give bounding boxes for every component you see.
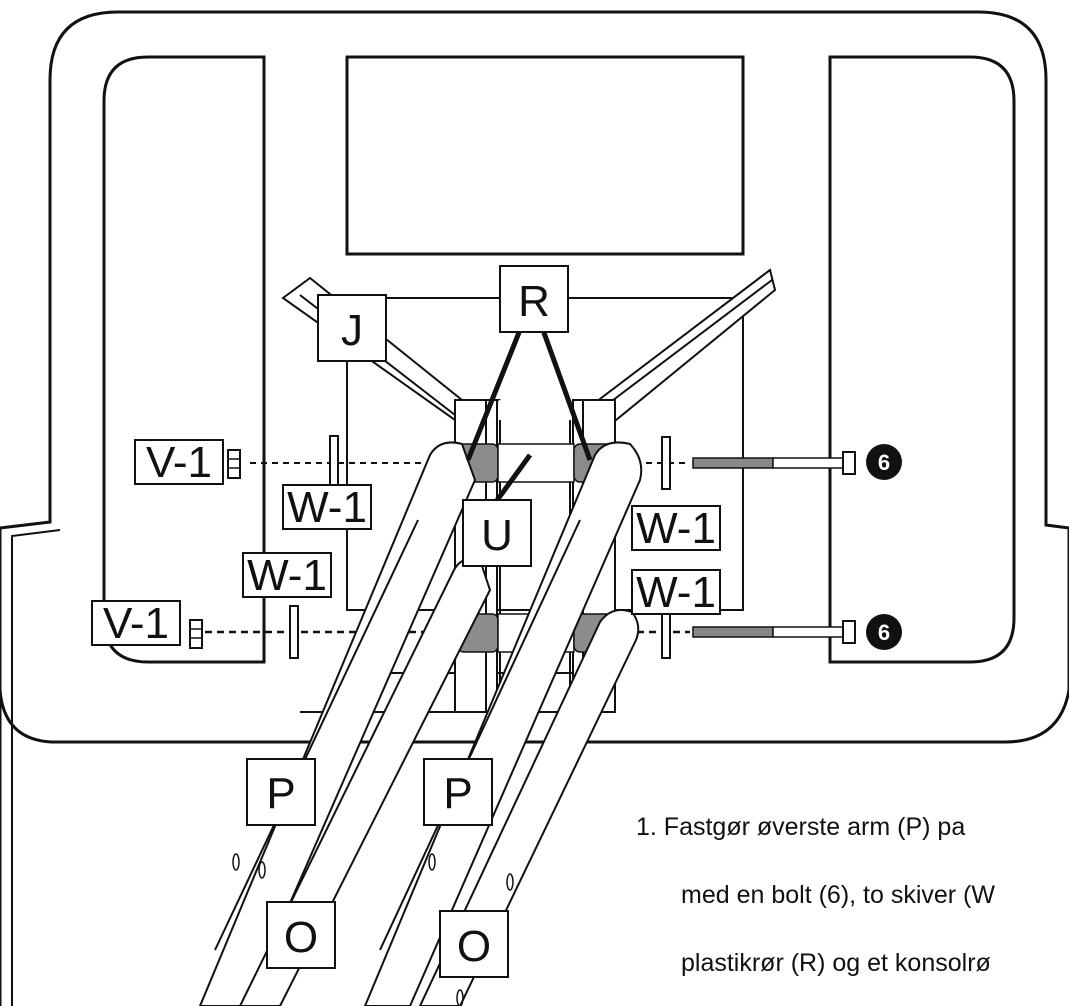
backboard-outline: [0, 10, 1069, 1006]
label-o-right-text: O: [457, 922, 491, 971]
instruction-line-3: plastikrør (R) og et konsolrø: [681, 949, 991, 977]
label-v1-lower: V-1: [91, 599, 181, 648]
tube-upper-center: [497, 443, 575, 483]
label-w1-lower-left: W-1: [242, 551, 332, 600]
nut-lower: [189, 619, 203, 649]
leader-r-left: [465, 329, 523, 461]
washer-upper-right: [661, 436, 671, 490]
label-r: R: [499, 265, 569, 333]
label-o-right: O: [439, 910, 509, 978]
label-w1-upper-left: W-1: [282, 483, 372, 532]
label-u-text: U: [481, 511, 513, 560]
label-v1-upper-text: V-1: [146, 438, 212, 487]
label-p-right-text: P: [443, 769, 472, 818]
top-window: [345, 55, 745, 256]
arm-p-left: [198, 441, 477, 1006]
label-o-left: O: [266, 901, 336, 969]
bolt-number-upper-text: 6: [878, 450, 890, 475]
label-j-text: J: [341, 306, 363, 355]
instruction-line-1: 1. Fastgør øverste arm (P) pa: [636, 813, 965, 841]
label-w1-lower-right-text: W-1: [636, 568, 716, 617]
label-r-text: R: [518, 277, 550, 326]
label-w1-upper-right-text: W-1: [636, 504, 716, 553]
label-w1-lower-right: W-1: [631, 568, 721, 617]
bolt-lower: [692, 620, 856, 644]
label-w1-upper-left-text: W-1: [287, 483, 367, 532]
backboard-inner-rim: [11, 529, 61, 1006]
label-v1-lower-text: V-1: [103, 599, 169, 648]
leader-r-right: [540, 329, 593, 461]
nut-upper: [227, 449, 241, 479]
label-o-left-text: O: [284, 913, 318, 962]
label-p-left: P: [246, 758, 316, 826]
label-j: J: [317, 294, 387, 362]
label-w1-lower-left-text: W-1: [247, 551, 327, 600]
bolt-upper: [692, 451, 856, 475]
right-panel: [828, 55, 1016, 664]
label-w1-upper-right: W-1: [631, 504, 721, 553]
label-v1-upper: V-1: [134, 438, 224, 487]
washer-upper-left: [329, 435, 339, 489]
bolt-number-lower: 6: [866, 614, 902, 650]
washer-lower-left: [289, 605, 299, 659]
bolt-number-lower-text: 6: [878, 620, 890, 645]
label-u: U: [462, 499, 532, 567]
label-p-left-text: P: [266, 769, 295, 818]
instruction-line-2: med en bolt (6), to skiver (W: [681, 881, 995, 909]
bolt-number-upper: 6: [866, 444, 902, 480]
label-p-right: P: [423, 758, 493, 826]
left-panel: [102, 55, 266, 664]
